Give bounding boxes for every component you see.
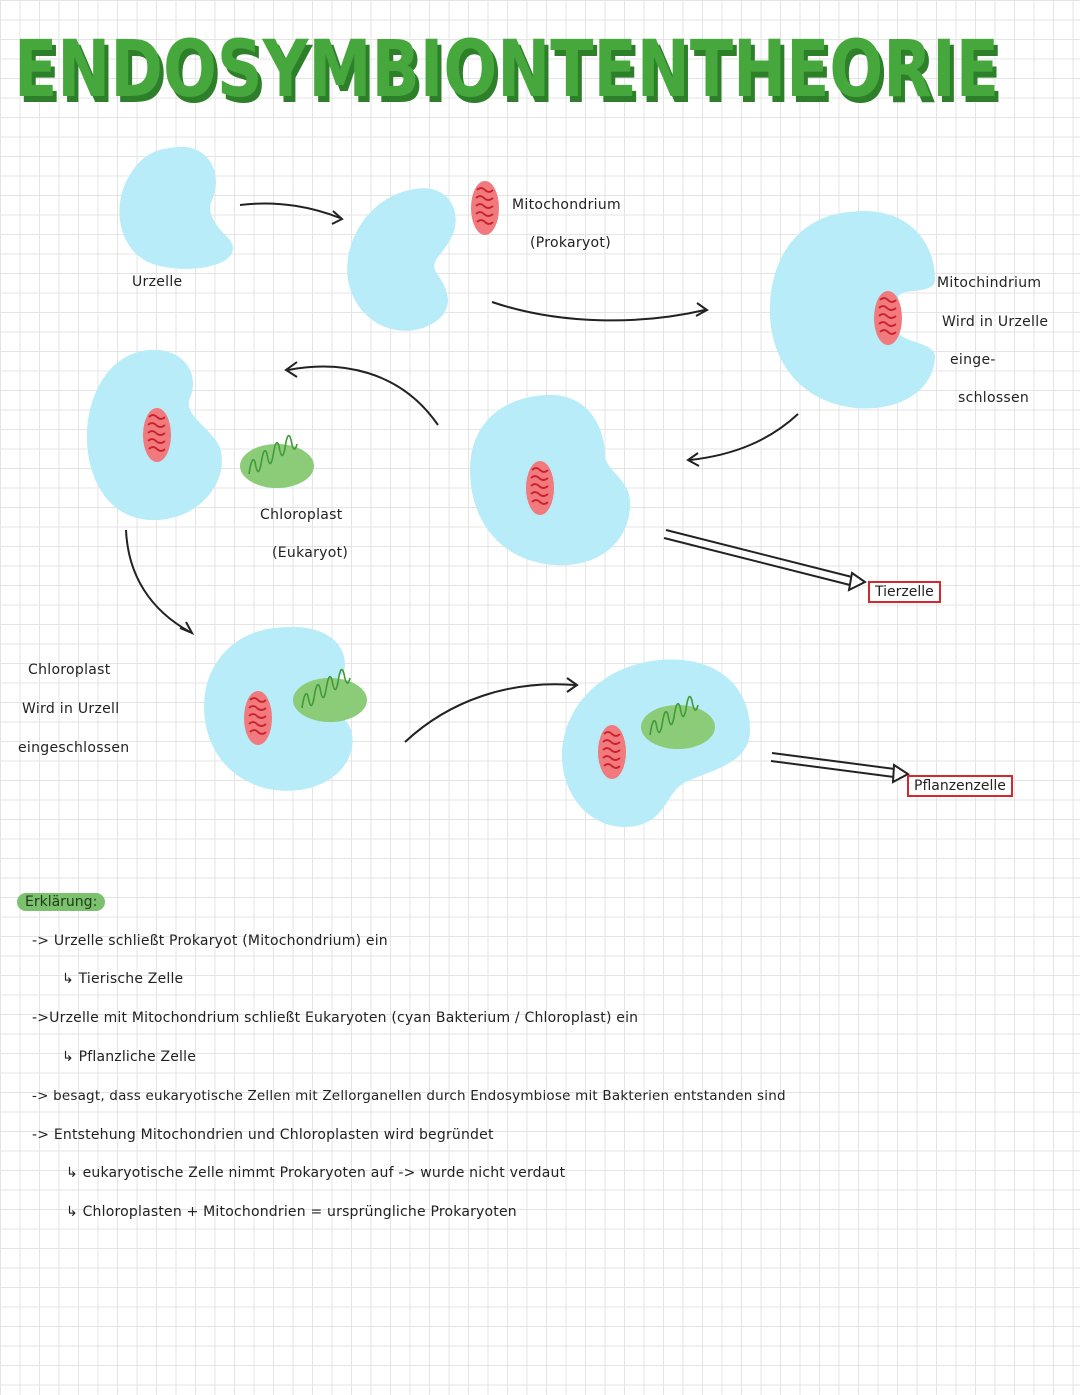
label-urzelle: Urzelle <box>132 274 183 290</box>
label-mito-eingeschlossen-4: schlossen <box>958 390 1030 406</box>
label-mito-eingeschlossen-2: Wird in Urzelle <box>942 314 1049 330</box>
cell-urzelle-2 <box>347 188 456 331</box>
arrow-6 <box>404 683 576 743</box>
label-chloro-eingeschlossen-3: eingeschlossen <box>18 740 130 756</box>
arrow-to-tierzelle <box>663 529 867 592</box>
explanation-line: -> besagt, dass eukaryotische Zellen mit… <box>32 1088 786 1104</box>
label-eukaryot: (Eukaryot) <box>272 545 349 561</box>
mitochondrium-cell6 <box>243 690 273 746</box>
page-title: ENDOSYMBIONTENTHEORIE <box>14 25 999 115</box>
label-chloro-eingeschlossen-1: Chloroplast <box>28 662 111 678</box>
mitochondrium-free <box>470 180 500 236</box>
arrow-to-pflanzenzelle <box>770 752 910 784</box>
mitochondrium-plant <box>597 724 627 780</box>
label-prokaryot: (Prokaryot) <box>530 235 611 251</box>
arrow-4 <box>287 365 439 426</box>
label-mito-eingeschlossen-1: Mitochindrium <box>937 275 1042 291</box>
mitochondrium-engulfed <box>873 290 903 346</box>
mitochondrium-cell5 <box>142 407 172 463</box>
arrow-5 <box>125 529 191 633</box>
label-tierzelle: Tierzelle <box>868 581 941 603</box>
label-pflanzenzelle: Pflanzenzelle <box>907 775 1013 797</box>
explanation-line: ↳ Pflanzliche Zelle <box>62 1049 197 1065</box>
page-title-shadow: ENDOSYMBIONTENTHEORIE <box>18 31 1003 121</box>
label-chloroplast: Chloroplast <box>260 507 343 523</box>
arrow-3 <box>689 413 799 461</box>
label-chloro-eingeschlossen-2: Wird in Urzell <box>22 701 120 717</box>
explanation-line: -> Entstehung Mitochondrien und Chloropl… <box>32 1127 494 1143</box>
cell-chloro-engulfing <box>204 626 353 791</box>
explanation-line: ->Urzelle mit Mitochondrium schließt Euk… <box>32 1010 639 1026</box>
cell-urzelle <box>119 146 233 269</box>
mitochondrium-in-cell <box>525 460 555 516</box>
explanation-line: ↳ Tierische Zelle <box>62 971 184 987</box>
arrow-1 <box>239 202 341 219</box>
cell-mito-engulfing <box>769 210 935 409</box>
chloroplast-free <box>239 434 315 489</box>
arrow-2 <box>491 301 706 322</box>
explanation-line: ↳ Chloroplasten + Mitochondrien = ursprü… <box>66 1204 517 1220</box>
explanation-heading: Erklärung: <box>17 893 106 911</box>
explanation-line: -> Urzelle schließt Prokaryot (Mitochond… <box>32 933 388 949</box>
label-mito-eingeschlossen-3: einge- <box>950 352 996 368</box>
explanation-line: ↳ eukaryotische Zelle nimmt Prokaryoten … <box>66 1165 566 1181</box>
label-mitochondrium: Mitochondrium <box>512 197 621 213</box>
